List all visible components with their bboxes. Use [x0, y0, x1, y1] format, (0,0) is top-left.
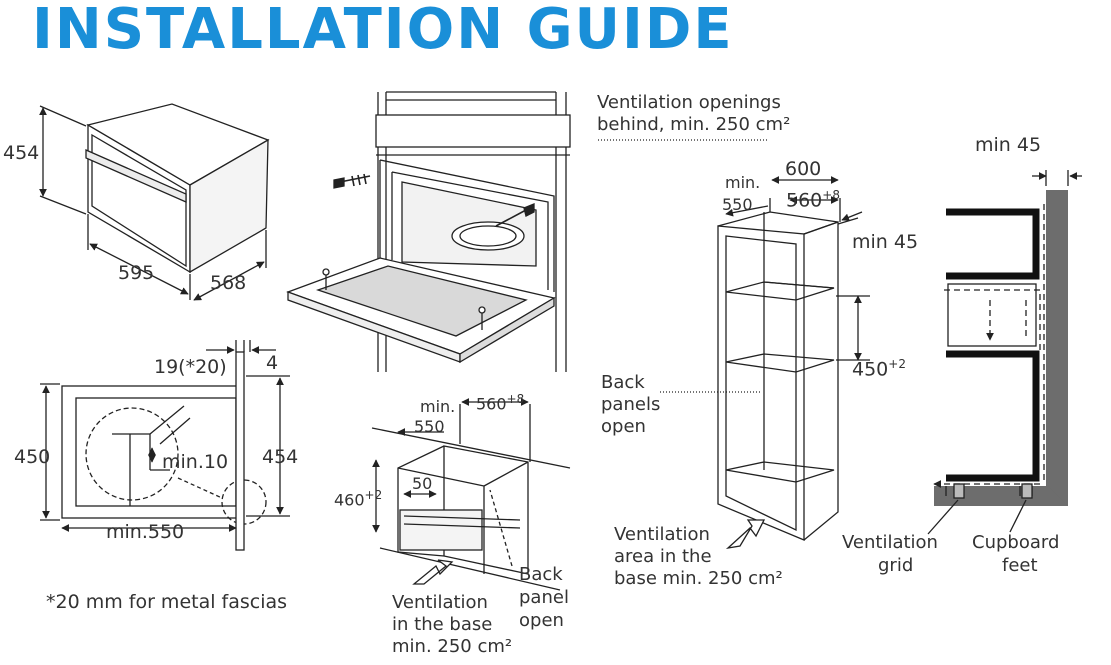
shelf-2 [725, 353, 835, 373]
upper-cupboard [946, 208, 1040, 280]
vent-behind-line-2: behind, min. 250 cm² [597, 114, 791, 135]
section-height-right: 454 [262, 446, 299, 468]
base-height-value: 460 [334, 490, 365, 510]
tall-min-value: 550 [722, 195, 753, 214]
min-gap-label: min.10 [162, 451, 229, 473]
section-drawing [40, 340, 290, 551]
base-small-gap: 50 [412, 474, 433, 493]
base-back-line-2: panel [519, 587, 569, 608]
tall-min-label: min. [725, 173, 761, 192]
base-width-value: 560 [476, 394, 507, 414]
base-vent-line-1: Ventilation [392, 592, 488, 613]
base-width-label: 560+8 [476, 388, 524, 415]
tall-cabinet-drawing [598, 139, 870, 550]
fascia-label: 19(*20) [154, 356, 227, 378]
vent-arrow [412, 559, 454, 585]
feet-line-2: feet [1002, 555, 1038, 576]
oven-side [189, 138, 269, 274]
base-back-line-1: Back [519, 564, 563, 585]
tall-inner-width-tol: +8 [822, 188, 840, 202]
oven-dimension-drawing [39, 103, 270, 301]
fascia-panel [235, 351, 245, 551]
oven-depth-label: 568 [210, 272, 247, 294]
tall-back-line-1: Back [601, 372, 645, 393]
grid-line-2: grid [878, 555, 914, 576]
depth-dim-line [193, 261, 265, 301]
base-back-line-3: open [519, 610, 564, 631]
base-cabinet-drawing [371, 398, 571, 591]
rear-wall [1046, 190, 1068, 506]
airflow-path [940, 204, 1045, 480]
airflow-top-gap: min 45 [975, 134, 1042, 156]
tall-back-line-2: panels [601, 394, 661, 415]
vent-behind-line-1: Ventilation openings [597, 92, 781, 113]
cupboard-foot [1021, 483, 1033, 499]
installed-oven-drawing [286, 91, 571, 372]
oven-handle [85, 149, 187, 203]
shelf-3 [725, 461, 835, 483]
oven-body [379, 159, 555, 292]
floor-step [934, 486, 1068, 506]
tall-niche-value: 450 [852, 358, 889, 381]
tall-outer-width: 600 [785, 158, 822, 180]
min-depth-label: min.550 [106, 521, 185, 543]
cabinet-top-shelf [375, 114, 571, 148]
appliance-box [947, 283, 1037, 347]
metal-fascia-note: *20 mm for metal fascias [46, 591, 288, 613]
tall-side-gap: min 45 [852, 231, 919, 253]
base-vent-line-3: min. 250 cm² [392, 636, 513, 657]
gap-label: 4 [266, 352, 279, 374]
section-height-left: 450 [14, 446, 51, 468]
oven-height-label: 454 [3, 142, 40, 164]
vent-grid [953, 483, 965, 499]
tall-vent-line-2: area in the [614, 546, 712, 567]
screw [339, 173, 371, 187]
cabinet-front [717, 225, 805, 541]
lower-cupboard [946, 350, 1040, 482]
grid-line-1: Ventilation [842, 532, 938, 553]
tall-niche-tol: +2 [888, 357, 906, 371]
detail-circle [85, 407, 179, 501]
tall-vent-line-3: base min. 250 cm² [614, 568, 783, 589]
base-min-value: 550 [414, 417, 445, 436]
width-dim-line [89, 243, 189, 295]
base-height-label: 460+2 [334, 484, 382, 511]
door-glass [315, 265, 528, 337]
base-height-tol: +2 [364, 488, 383, 502]
oven-width-label: 595 [118, 262, 155, 284]
airflow-drawing [927, 170, 1082, 535]
shelf-1 [725, 281, 835, 301]
tall-inner-width-value: 560 [786, 189, 823, 212]
page-title: INSTALLATION GUIDE [32, 0, 734, 62]
tall-niche-height: 450+2 [852, 353, 906, 380]
screw-2 [495, 209, 527, 227]
base-min-label: min. [420, 397, 456, 416]
base-vent-line-2: in the base [392, 614, 493, 635]
vent-arrow-tall [725, 519, 766, 550]
base-width-tol: +8 [506, 392, 525, 406]
tall-back-line-3: open [601, 416, 646, 437]
feet-line-1: Cupboard [972, 532, 1060, 553]
tall-vent-line-1: Ventilation [614, 524, 710, 545]
tall-inner-width: 560+8 [786, 184, 840, 211]
